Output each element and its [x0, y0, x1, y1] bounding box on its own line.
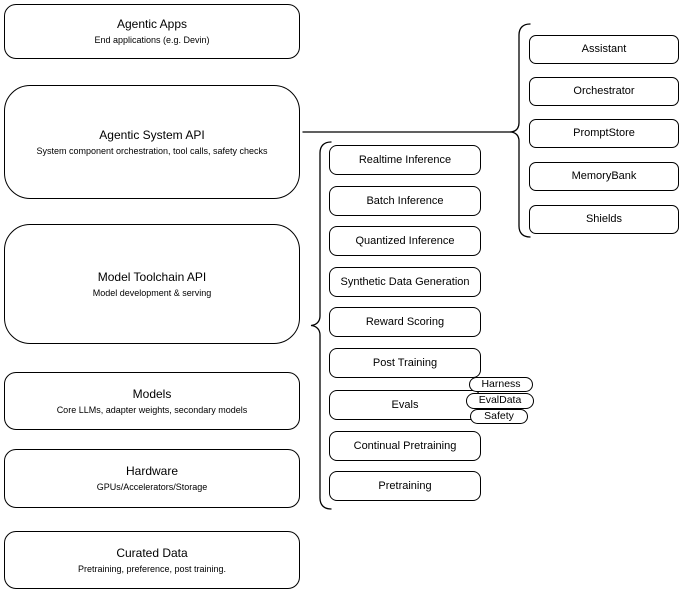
- node-subtitle: Model development & serving: [92, 287, 212, 298]
- node-label: Post Training: [372, 356, 438, 369]
- tag-label: EvalData: [478, 394, 522, 407]
- node-label: Continual Pretraining: [353, 439, 457, 452]
- node-label: Synthetic Data Generation: [340, 275, 470, 288]
- node-label: Pretraining: [378, 479, 432, 492]
- node-subtitle: Pretraining, preference, post training.: [77, 563, 227, 574]
- tag-label: Harness: [481, 377, 521, 390]
- node-label: Quantized Inference: [355, 234, 455, 247]
- node-agentic-apps: Agentic Apps End applications (e.g. Devi…: [4, 4, 300, 59]
- node-orchestrator: Orchestrator: [529, 77, 679, 106]
- node-label: Shields: [585, 213, 623, 226]
- node-label: Reward Scoring: [365, 315, 445, 328]
- node-continual-pretraining: Continual Pretraining: [329, 431, 481, 461]
- node-subtitle: System component orchestration, tool cal…: [36, 145, 268, 156]
- node-label: MemoryBank: [571, 170, 637, 183]
- node-label: Realtime Inference: [358, 153, 452, 166]
- node-title: Curated Data: [116, 545, 188, 560]
- components-brace: [509, 23, 531, 238]
- node-model-toolchain-api: Model Toolchain API Model development & …: [4, 224, 300, 344]
- node-batch-inference: Batch Inference: [329, 186, 481, 216]
- tag-evaldata: EvalData: [466, 393, 534, 409]
- node-label: Batch Inference: [366, 194, 444, 207]
- node-reward-scoring: Reward Scoring: [329, 307, 481, 337]
- node-hardware: Hardware GPUs/Accelerators/Storage: [4, 449, 300, 508]
- node-promptstore: PromptStore: [529, 119, 679, 148]
- node-evals: Evals: [329, 390, 481, 420]
- node-curated-data: Curated Data Pretraining, preference, po…: [4, 531, 300, 589]
- node-title: Hardware: [125, 464, 179, 479]
- node-shields: Shields: [529, 205, 679, 234]
- toolchain-brace: [310, 141, 332, 510]
- node-pretraining: Pretraining: [329, 471, 481, 501]
- tag-harness: Harness: [469, 377, 533, 392]
- node-quantized-inference: Quantized Inference: [329, 226, 481, 256]
- node-title: Models: [132, 386, 172, 401]
- node-label: Orchestrator: [573, 85, 635, 98]
- node-title: Agentic System API: [99, 127, 205, 142]
- node-memorybank: MemoryBank: [529, 162, 679, 191]
- node-label: Evals: [391, 398, 419, 411]
- node-realtime-inference: Realtime Inference: [329, 145, 481, 175]
- node-assistant: Assistant: [529, 35, 679, 64]
- node-title: Model Toolchain API: [97, 269, 207, 284]
- node-models: Models Core LLMs, adapter weights, secon…: [4, 372, 300, 430]
- node-synthetic-data-generation: Synthetic Data Generation: [329, 267, 481, 297]
- node-post-training: Post Training: [329, 348, 481, 378]
- node-label: Assistant: [581, 43, 627, 56]
- node-agentic-system-api: Agentic System API System component orch…: [4, 85, 300, 199]
- node-subtitle: Core LLMs, adapter weights, secondary mo…: [56, 404, 248, 415]
- node-subtitle: End applications (e.g. Devin): [94, 35, 210, 46]
- tag-label: Safety: [484, 409, 514, 422]
- node-subtitle: GPUs/Accelerators/Storage: [96, 482, 208, 493]
- node-label: PromptStore: [573, 127, 635, 140]
- tag-safety: Safety: [470, 409, 528, 424]
- node-title: Agentic Apps: [116, 17, 188, 32]
